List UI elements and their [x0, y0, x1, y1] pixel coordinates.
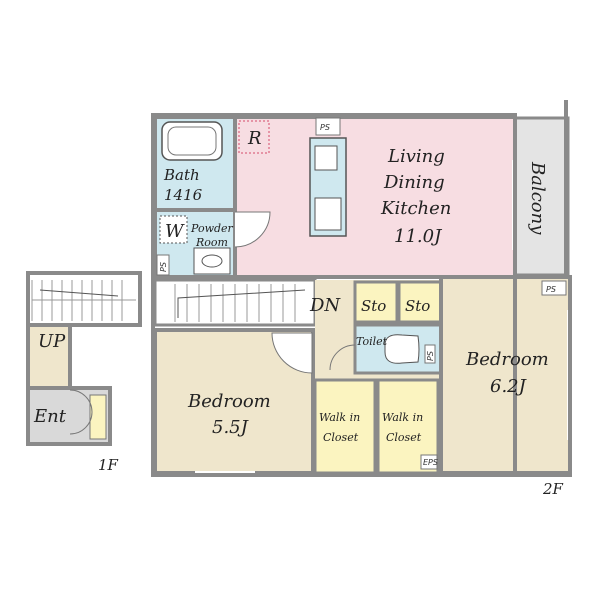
kitchen-stove: [314, 197, 342, 231]
ps-top-label: PS: [320, 123, 330, 132]
refrigerator: [238, 120, 270, 154]
second-floor-outer-wall: [151, 113, 517, 477]
first-floor-stair-area: [26, 271, 142, 327]
washer-box: [159, 215, 188, 244]
pipe-space-left: [156, 254, 170, 276]
toilet-door-swing: [329, 344, 356, 371]
bathtub-inner: [167, 126, 217, 156]
powder-door-swing: [234, 211, 271, 248]
bedroom-left-door-swing: [271, 332, 313, 374]
vanity-basin: [201, 254, 223, 268]
walkin-right-line2: Closet: [386, 431, 422, 444]
second-floor-stair-treads: [174, 284, 296, 322]
walkin-left-line1: Walk in: [319, 411, 360, 424]
toilet-label: Toilet: [356, 335, 388, 348]
entrance-door-swing: [69, 389, 93, 435]
walkin-closet-left: [313, 378, 377, 475]
ps-right-label: PS: [546, 285, 556, 294]
second-floor: PS R: [151, 100, 572, 477]
ldk-line3: Kitchen: [380, 198, 451, 219]
entrance-label: Ent: [33, 406, 67, 427]
pipe-space-top: [315, 117, 341, 136]
walkin-right-line1: Walk in: [382, 411, 423, 424]
powder-line1: Powder: [190, 222, 234, 235]
ldk-size: 11.0J: [394, 226, 443, 247]
bedroom-right-name: Bedroom: [465, 349, 549, 370]
bedroom-right: [439, 275, 572, 475]
first-floor-stair-arrow: [39, 289, 119, 297]
bedroom-left-size: 5.5J: [212, 417, 250, 438]
ldk-line1: Living: [387, 146, 445, 167]
second-floor-stair-arrow: [177, 289, 306, 318]
refrigerator-label: R: [247, 128, 262, 149]
walkin-left-line2: Closet: [323, 431, 359, 444]
room-labels: Living Dining Kitchen 11.0J Bath 1416 W …: [159, 146, 564, 498]
kitchen-sink: [314, 145, 338, 171]
first-floor-label: 1F: [98, 456, 119, 474]
eps-box: [420, 454, 438, 470]
ps-left-label: PS: [159, 262, 168, 272]
storage-left-label: Sto: [361, 297, 386, 315]
shoe-cabinet: [89, 394, 107, 440]
ldk-line2: Dining: [383, 172, 445, 193]
down-stairs-label: DN: [309, 295, 341, 316]
bath-size: 1416: [164, 186, 203, 204]
bath-name: Bath: [163, 166, 200, 184]
washer-label: W: [165, 221, 185, 242]
eps-label: EPS: [423, 458, 438, 467]
first-floor-stair-treads: [31, 280, 136, 321]
storage-right-label: Sto: [405, 297, 430, 315]
bathtub: [161, 121, 223, 161]
balcony-label: Balcony: [527, 161, 548, 235]
storage-left: [353, 280, 399, 324]
powder-line2: Room: [195, 236, 228, 249]
pipe-space-right: [541, 280, 567, 296]
up-stairs-label: UP: [38, 331, 66, 352]
toilet-fixture: [384, 334, 420, 364]
second-floor-label: 2F: [542, 480, 564, 498]
pipe-space-toilet: [424, 344, 436, 364]
bedroom-left-name: Bedroom: [187, 391, 271, 412]
first-floor: UP Ent 1F: [26, 271, 142, 474]
ps-toilet-label: PS: [426, 351, 435, 361]
ldk-room: [233, 115, 517, 279]
bedroom-right-size: 6.2J: [490, 376, 528, 397]
